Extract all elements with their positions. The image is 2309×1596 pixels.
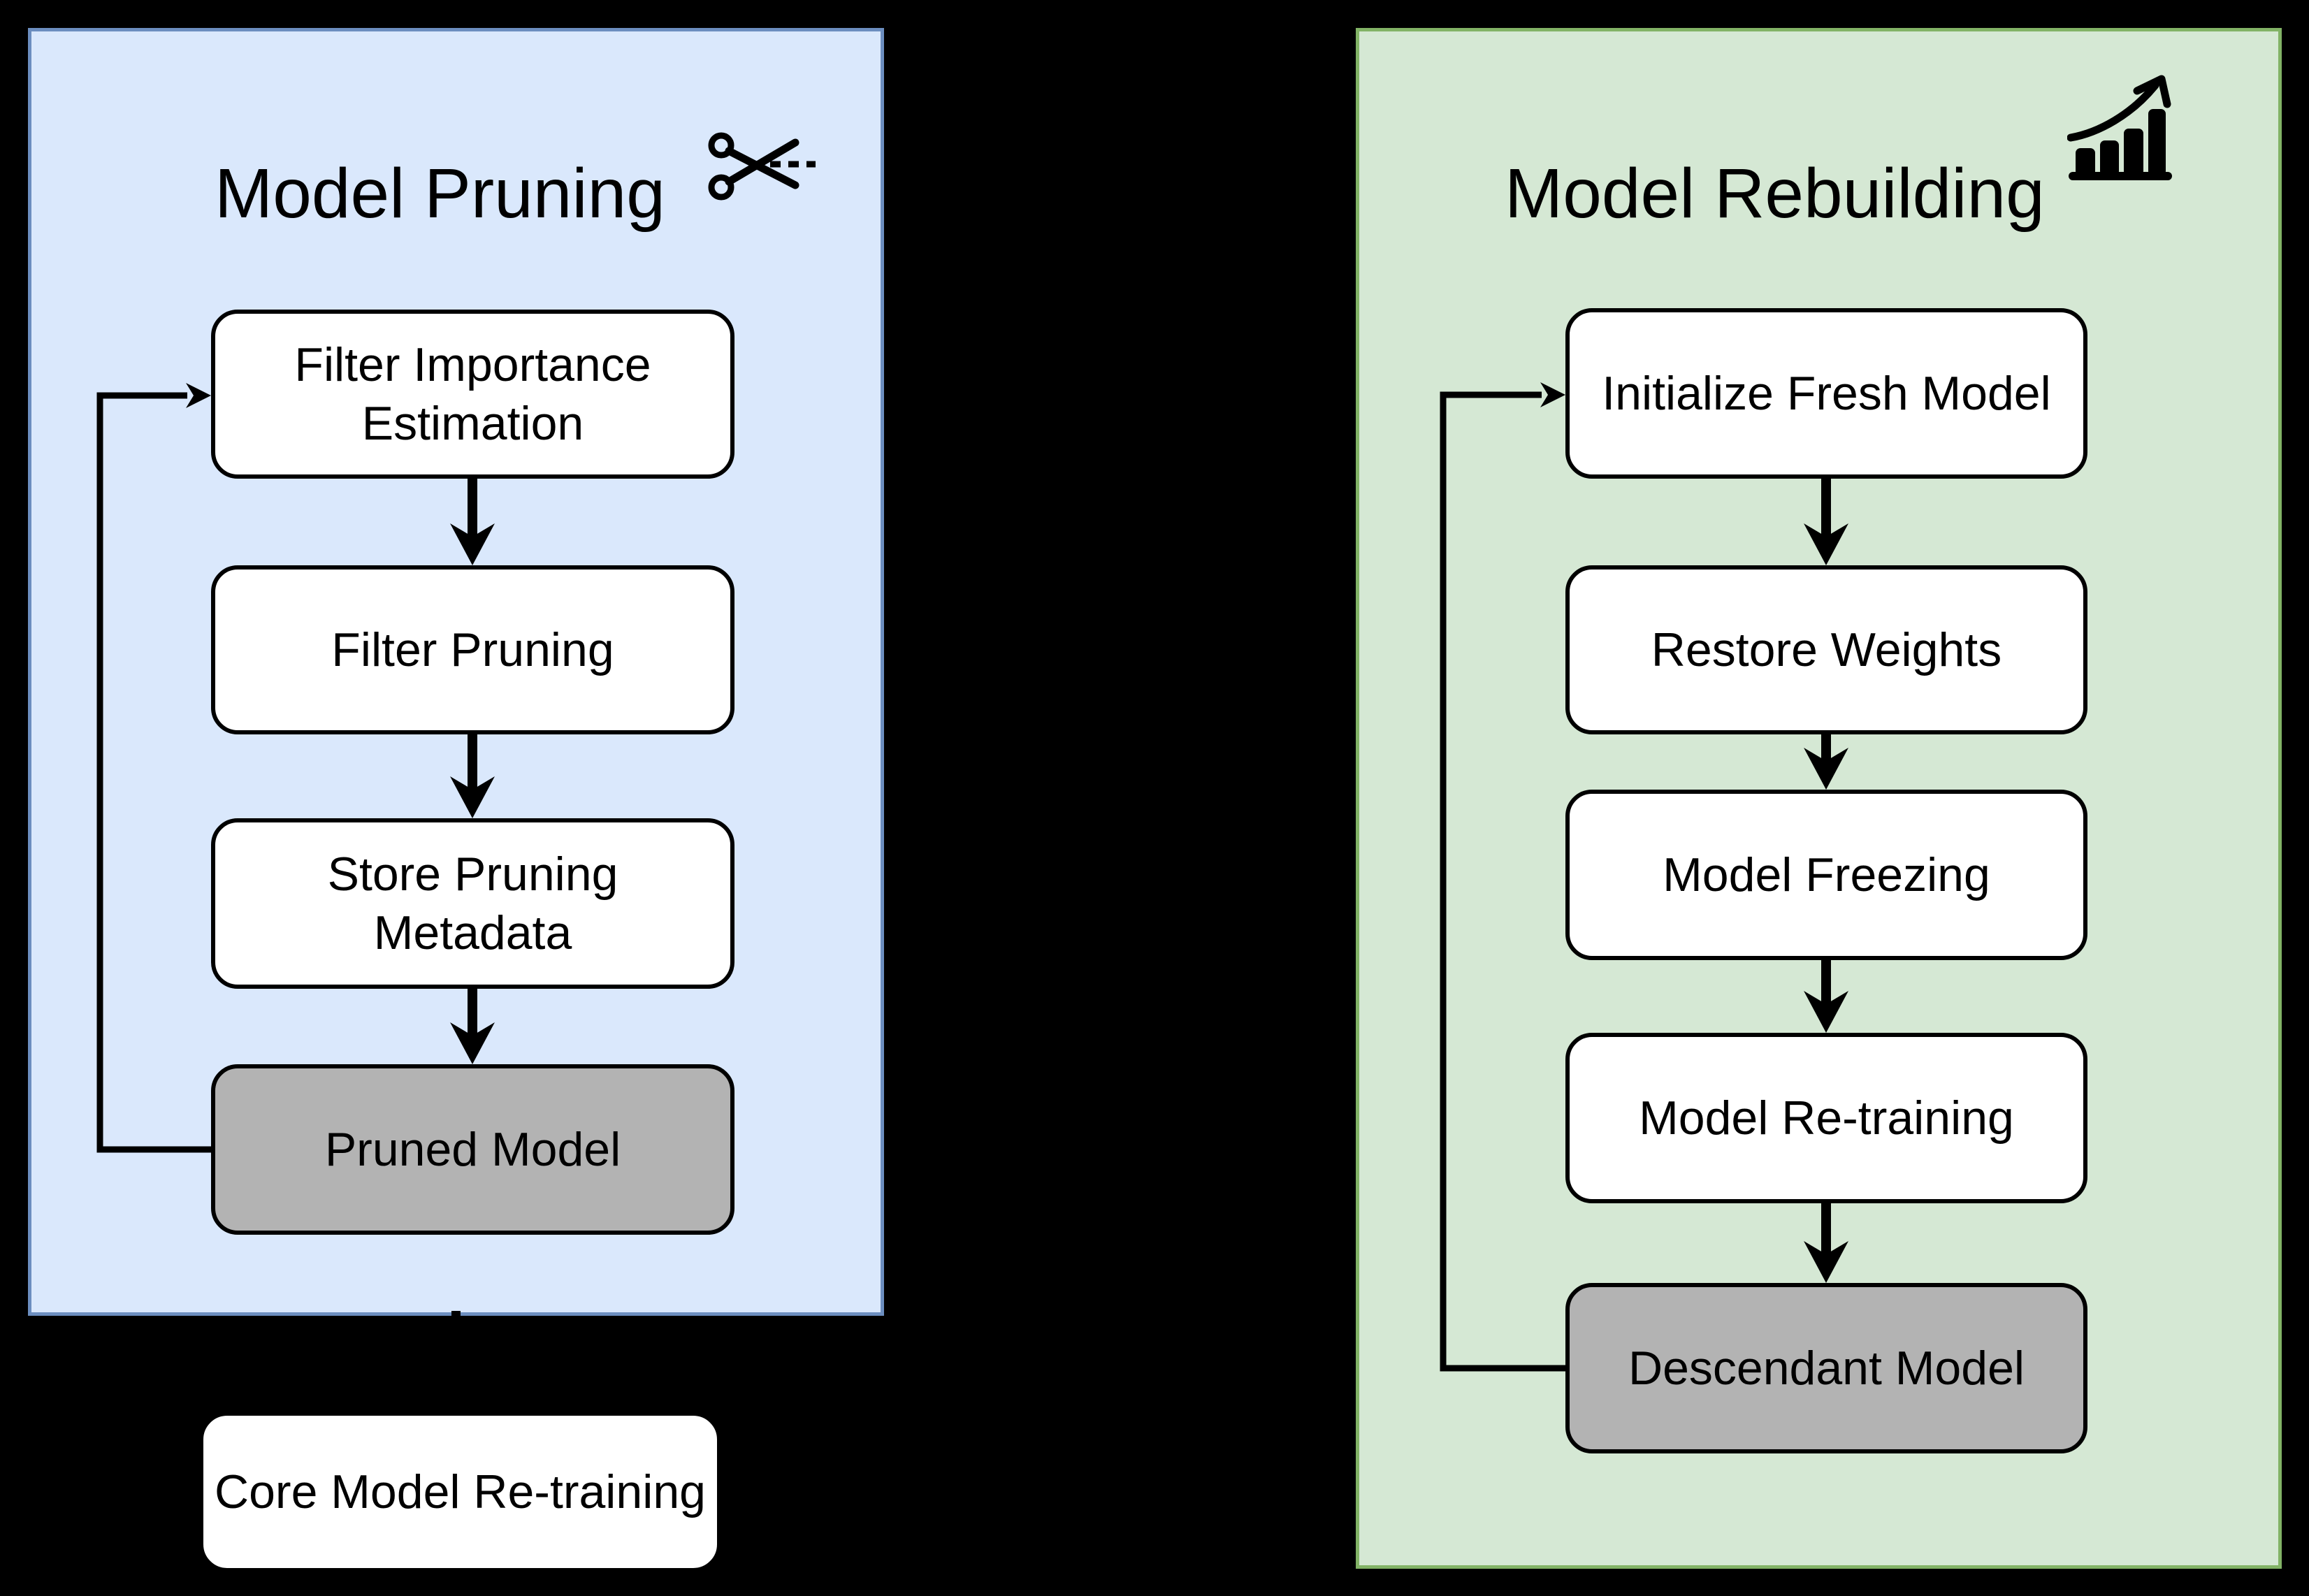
node-filter-pruning: Filter Pruning — [211, 565, 734, 734]
node-label: Descendant Model — [1628, 1342, 2025, 1395]
node-label: Core Model Re-training — [215, 1465, 706, 1518]
node-label: Initialize Fresh Model — [1602, 367, 2051, 420]
growth-chart-icon — [2067, 75, 2172, 180]
scissors-icon — [708, 132, 816, 201]
node-initialize-fresh-model: Initialize Fresh Model — [1565, 308, 2087, 479]
node-model-freezing: Model Freezing — [1565, 790, 2087, 960]
panel-model-pruning: Model Pruning Filter Importance Estimati… — [28, 28, 884, 1316]
rebuilding-panel-title: Model Rebuilding — [1505, 154, 2045, 233]
node-descendant-model: Descendant Model — [1565, 1283, 2087, 1453]
node-label: Restore Weights — [1651, 623, 2002, 676]
node-pruned-model: Pruned Model — [211, 1064, 734, 1235]
node-filter-importance-estimation: Filter Importance Estimation — [211, 310, 734, 479]
node-label: Model Freezing — [1663, 848, 1990, 901]
node-label: Store Pruning Metadata — [327, 848, 618, 959]
node-restore-weights: Restore Weights — [1565, 565, 2087, 734]
panel-model-rebuilding: Model Rebuilding Initialize Fresh Model … — [1356, 28, 2282, 1569]
node-label: Filter Pruning — [331, 623, 614, 676]
pruning-panel-title: Model Pruning — [215, 154, 665, 233]
node-label: Pruned Model — [324, 1123, 621, 1176]
node-store-pruning-metadata: Store Pruning Metadata — [211, 818, 734, 989]
node-core-model-re-training: Core Model Re-training — [199, 1412, 721, 1572]
node-label: Filter Importance Estimation — [294, 338, 651, 450]
node-label: Model Re-training — [1639, 1091, 2014, 1145]
node-model-re-training: Model Re-training — [1565, 1033, 2087, 1203]
